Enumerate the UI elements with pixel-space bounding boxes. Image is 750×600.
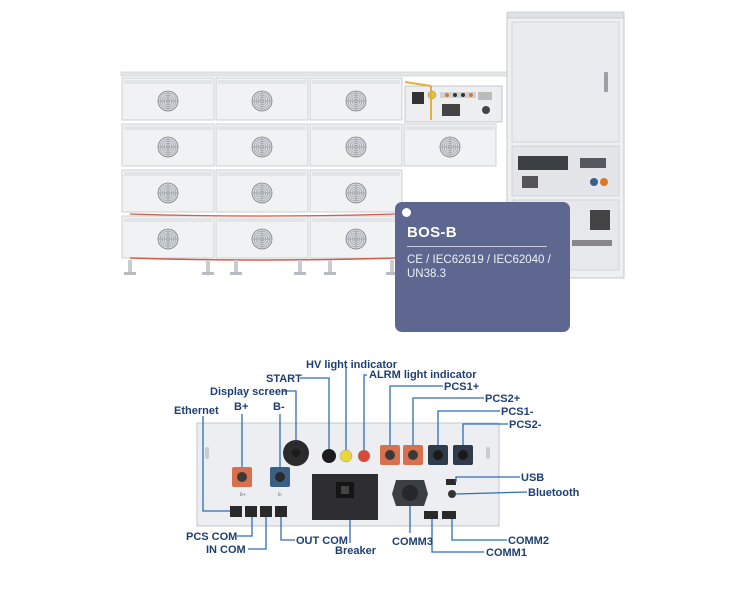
pcs2-plus-terminal xyxy=(403,445,423,465)
alrm-indicator xyxy=(357,449,371,463)
control-panel: B+ B- xyxy=(196,422,500,527)
pcs-com-port xyxy=(230,506,242,517)
fan-icon xyxy=(439,136,461,158)
battery-module xyxy=(215,77,309,121)
label-pcs2-minus: PCS2- xyxy=(509,419,542,431)
comm1-port xyxy=(424,511,438,519)
battery-module xyxy=(215,123,309,167)
usb-port xyxy=(446,479,456,485)
ethernet-port xyxy=(275,506,287,517)
b-plus-terminal: B+ xyxy=(232,467,252,497)
breaker xyxy=(312,474,378,520)
display-screen xyxy=(283,440,309,466)
fan-icon xyxy=(251,228,273,250)
battery-module xyxy=(215,169,309,213)
label-comm2: COMM2 xyxy=(508,535,549,547)
out-com-port xyxy=(260,506,272,517)
battery-module xyxy=(309,123,403,167)
svg-text:B-: B- xyxy=(278,492,283,497)
control-box xyxy=(404,81,503,123)
label-hv-light-indicator: HV light indicator xyxy=(306,359,398,371)
start-button xyxy=(322,449,336,463)
spec-card-certifications: CE / IEC62619 / IEC62040 / UN38.3 xyxy=(407,254,551,280)
battery-module xyxy=(121,123,215,167)
leader-lines xyxy=(202,368,528,553)
battery-rack xyxy=(120,71,510,275)
label-breaker: Breaker xyxy=(335,545,377,557)
pcs1-plus-terminal xyxy=(380,445,400,465)
label-bluetooth: Bluetooth xyxy=(528,487,580,499)
fan-icon xyxy=(345,90,367,112)
in-com-port xyxy=(245,506,257,517)
label-b-plus: B+ xyxy=(234,401,248,413)
fan-icon xyxy=(157,182,179,204)
label-in-com: IN COM xyxy=(206,544,246,556)
pin-icon xyxy=(402,208,411,217)
battery-module xyxy=(121,169,215,213)
fan-icon xyxy=(251,182,273,204)
label-start: START xyxy=(266,373,302,385)
bluetooth-antenna xyxy=(448,490,456,498)
comm3-port xyxy=(392,480,428,506)
spec-card-model: BOS-B xyxy=(407,224,457,241)
rack-foot xyxy=(230,260,242,275)
label-b-minus: B- xyxy=(273,401,285,413)
battery-module xyxy=(309,77,403,121)
rack-foot xyxy=(124,260,136,275)
fan-icon xyxy=(157,228,179,250)
spec-card-divider xyxy=(407,246,547,247)
fan-icon xyxy=(157,136,179,158)
fan-icon xyxy=(251,90,273,112)
battery-module xyxy=(121,77,215,121)
label-pcs1-plus: PCS1+ xyxy=(444,381,479,393)
label-usb: USB xyxy=(521,472,544,484)
panel-labels: Ethernet B+ B- Display screen START HV l… xyxy=(174,359,580,559)
svg-text:B+: B+ xyxy=(240,492,246,497)
rack-foot xyxy=(202,260,214,275)
comm2-port xyxy=(442,511,456,519)
fan-icon xyxy=(157,90,179,112)
battery-module xyxy=(403,123,497,167)
label-ethernet: Ethernet xyxy=(174,405,219,417)
fan-icon xyxy=(345,136,367,158)
rack-foot xyxy=(294,260,306,275)
battery-module xyxy=(121,215,215,259)
label-display-screen: Display screen xyxy=(210,386,288,398)
label-pcs-com: PCS COM xyxy=(186,531,237,543)
label-alrm-light-indicator: ALRM light indicator xyxy=(369,369,477,381)
label-out-com: OUT COM xyxy=(296,535,348,547)
rack-foot xyxy=(386,260,398,275)
pcs1-minus-terminal xyxy=(428,445,448,465)
fan-icon xyxy=(345,182,367,204)
battery-module xyxy=(309,215,403,259)
b-minus-terminal: B- xyxy=(270,467,290,497)
label-comm1: COMM1 xyxy=(486,547,527,559)
pcs2-minus-terminal xyxy=(453,445,473,465)
battery-module xyxy=(215,215,309,259)
label-pcs1-minus: PCS1- xyxy=(501,406,534,418)
hv-indicator xyxy=(339,449,353,463)
fan-icon xyxy=(251,136,273,158)
label-comm3: COMM3 xyxy=(392,536,433,548)
rack-foot xyxy=(324,260,336,275)
label-pcs2-plus: PCS2+ xyxy=(485,393,520,405)
battery-module xyxy=(309,169,403,213)
fan-icon xyxy=(345,228,367,250)
spec-card: BOS-B CE / IEC62619 / IEC62040 / UN38.3 xyxy=(395,202,570,332)
